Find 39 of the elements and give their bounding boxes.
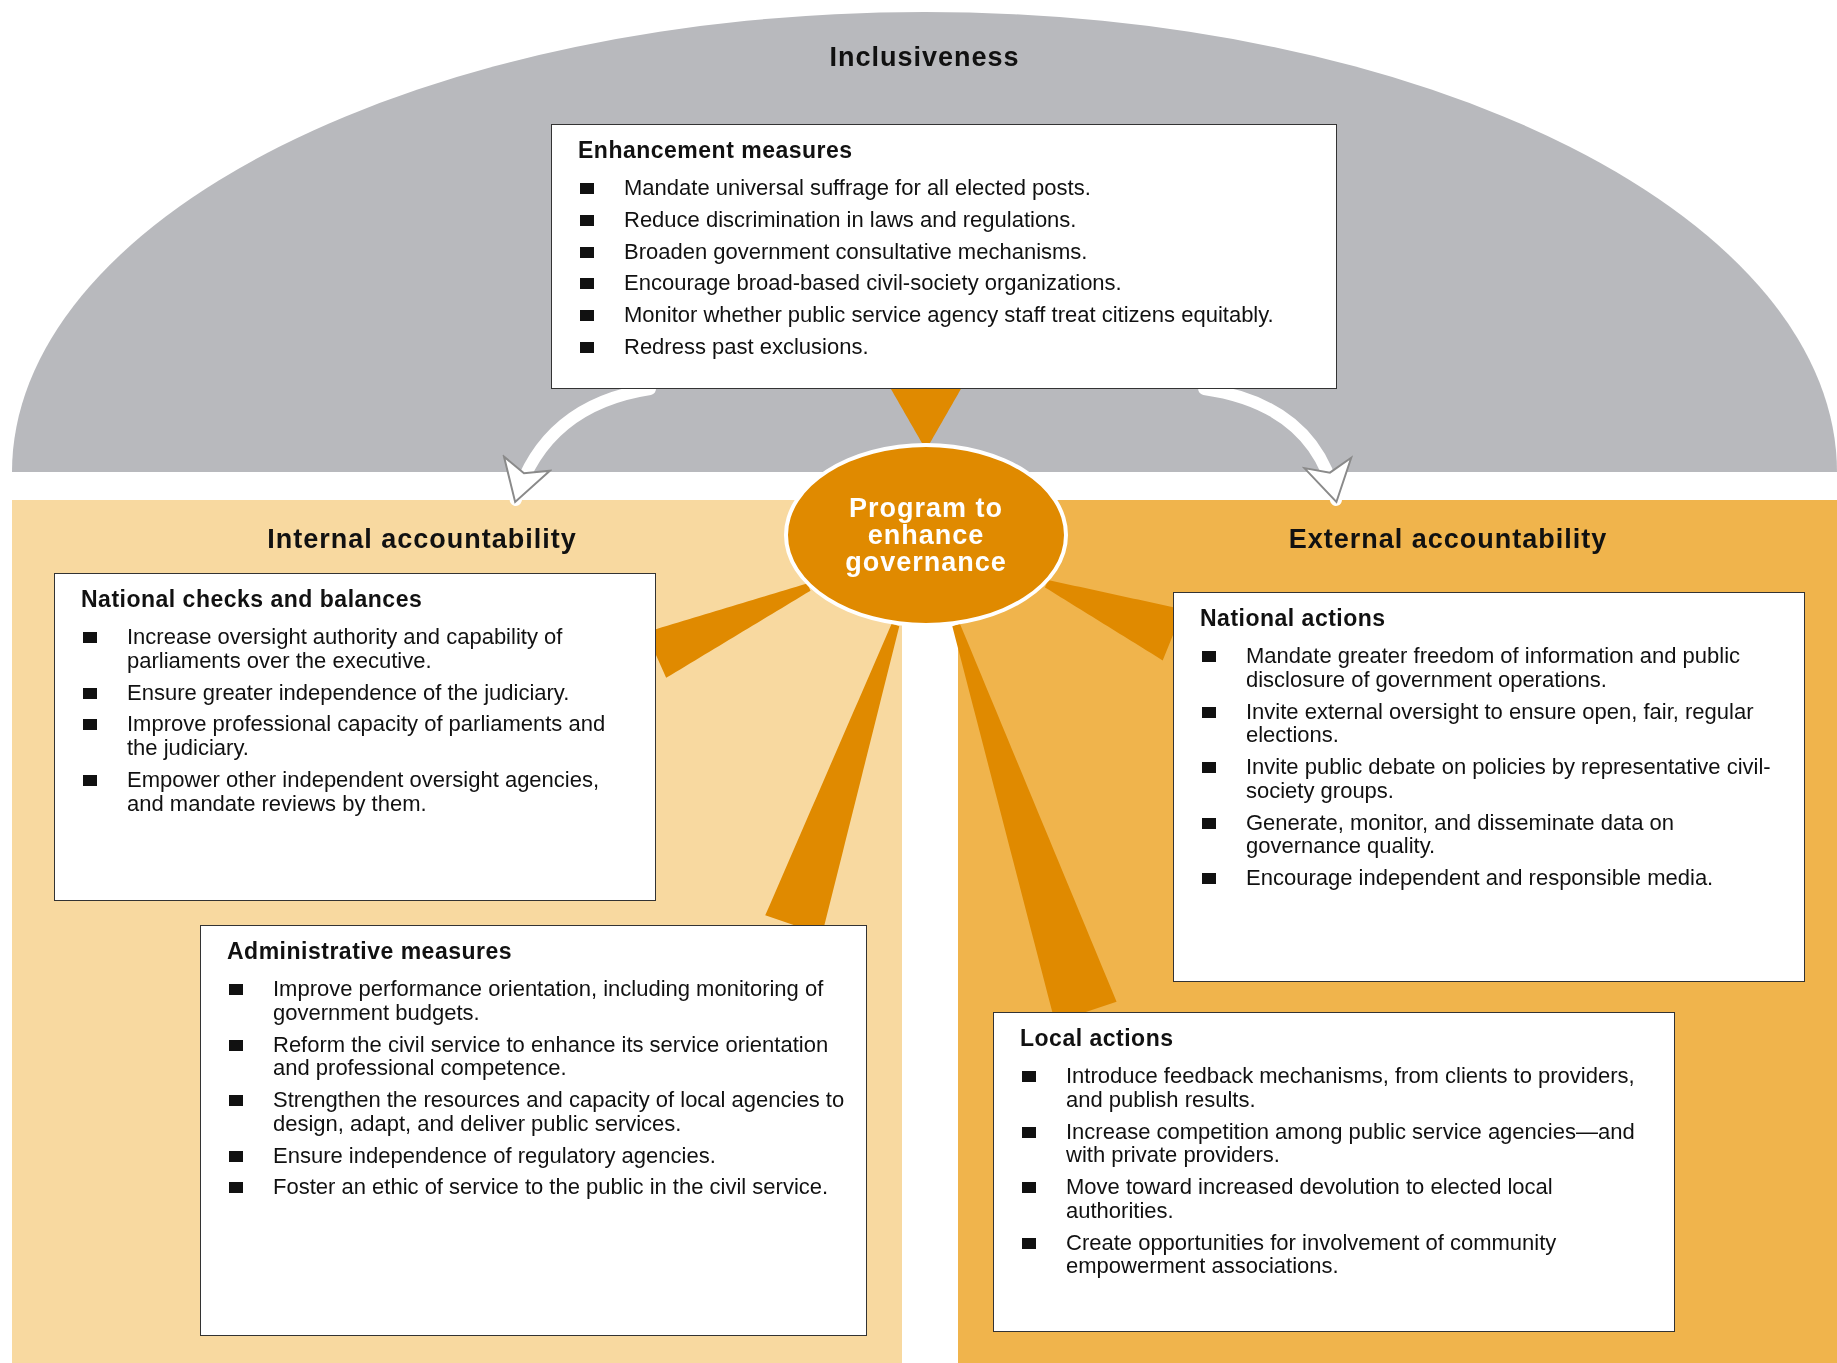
bullet-item: Invite external oversight to ensure open, fair, regular elections. [1200,699,1784,747]
bullet-item: Monitor whether public service agency staff treat citizens equitably. [578,303,1316,327]
bullet-item: Encourage independent and responsible media. [1200,866,1784,890]
bullet-item: Ensure independence of regulatory agencies. [227,1143,846,1168]
bullet-item: Mandate universal suffrage for all elected posts. [578,176,1316,200]
bullet-item: Reform the civil service to enhance its service orientation and professional competence. [227,1032,846,1080]
bullet-item: Generate, monitor, and disseminate data on governance quality. [1200,810,1784,858]
bullet-item: Encourage broad-based civil-society organizations. [578,271,1316,295]
bullet-item: Foster an ethic of service to the public in the civil service. [227,1175,846,1199]
bullet-item: Improve professional capacity of parliaments and the judiciary. [81,712,635,760]
measures-card [54,573,656,901]
bullet-item: Invite public debate on policies by representative civil-society groups. [1200,755,1784,803]
bullet-item: Redress past exclusions. [578,334,1316,359]
measures-card [1173,592,1805,982]
measures-card [551,124,1337,389]
measures-card [993,1012,1675,1332]
bullet-item: Increase competition among public service agencies—and with private providers. [1020,1119,1654,1167]
bullet-item: Increase oversight authority and capability of parliaments over the executive. [81,625,635,673]
bullet-item: Create opportunities for involvement of community empowerment associations. [1020,1230,1654,1278]
card-heading: National checks and balances [81,586,424,613]
bullet-item: Move toward increased devolution to elected local authorities. [1020,1175,1654,1223]
card-heading: National actions [1200,605,1387,632]
measures-card [200,925,867,1336]
panel-title: External accountability [1287,524,1609,555]
bullet-item: Strengthen the resources and capacity of local agencies to design, adapt, and deliver public services. [227,1088,846,1136]
bullet-item: Empower other independent oversight agencies, and mandate reviews by them. [81,767,635,816]
center-label: Program to enhance governance [844,494,1008,576]
bullet-item: Introduce feedback mechanisms, from clients to providers, and publish results. [1020,1064,1654,1112]
bullet-item: Reduce discrimination in laws and regulations. [578,207,1316,232]
ray-wedge [890,389,961,443]
bullet-item: Broaden government consultative mechanisms. [578,239,1316,264]
bullet-item: Ensure greater independence of the judiciary. [81,680,635,705]
band-title: Inclusiveness [828,42,1021,73]
bullet-item: Improve performance orientation, including monitoring of government budgets. [227,977,846,1025]
card-heading: Administrative measures [227,938,514,965]
card-heading: Enhancement measures [578,137,854,164]
panel-title: Internal accountability [266,524,578,555]
card-heading: Local actions [1020,1025,1175,1052]
bullet-item: Mandate greater freedom of information and public disclosure of government operations. [1200,644,1784,692]
